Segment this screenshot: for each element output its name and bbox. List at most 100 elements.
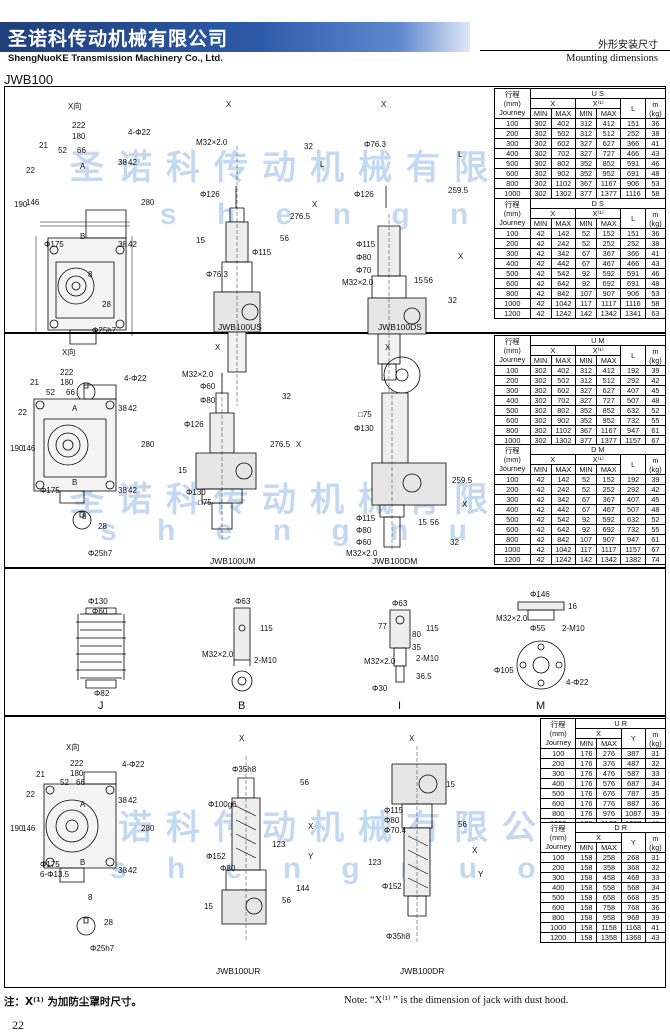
stroke-header: 行程(mm)Journey <box>539 718 577 749</box>
dim-label: 4-Φ22 <box>128 128 151 137</box>
col-max: MAX <box>596 842 622 853</box>
table-cell: 300 <box>539 872 577 883</box>
table-cell: 902 <box>550 168 576 179</box>
dim-label: 15 <box>418 518 427 527</box>
dim-label: 180 <box>60 378 74 387</box>
table-cell: 627 <box>596 385 622 396</box>
table-cell: 302 <box>529 168 552 179</box>
dim-label: 38 <box>118 486 127 495</box>
table-cell: 702 <box>550 148 576 159</box>
table-cell: 800 <box>494 534 531 545</box>
caption-b: B <box>238 700 246 712</box>
dim-label: B <box>80 232 86 241</box>
dim-label: Φ76.3 <box>206 270 228 279</box>
drawing-row3 <box>0 568 670 716</box>
dim-label: 66 <box>66 388 75 397</box>
dim-label: Φ70.4 <box>384 826 406 835</box>
dim-label: Φ175 <box>44 240 64 249</box>
table-cell: 467 <box>596 258 622 269</box>
table-cell: 668 <box>620 892 646 903</box>
col-min: MIN <box>574 464 598 475</box>
table-cell: 1382 <box>620 554 646 565</box>
dim-label: 21 <box>30 378 39 387</box>
col-min: MIN <box>529 464 552 475</box>
table-cell: 52 <box>574 474 598 485</box>
table-cell: 53 <box>644 178 667 189</box>
table-cell: 592 <box>596 268 622 279</box>
table-cell: 302 <box>529 178 552 189</box>
dim-label: 42 <box>128 796 137 805</box>
dim-label: 28 <box>102 300 111 309</box>
table-cell: 142 <box>550 228 576 239</box>
dim-label: Φ76.3 <box>364 140 386 149</box>
view-x-label: X向 <box>62 348 76 357</box>
stroke-header: 行程(mm)Journey <box>494 88 531 119</box>
col-max: MAX <box>596 464 622 475</box>
table-cell: 1167 <box>596 425 622 436</box>
col-l: L <box>620 208 646 229</box>
dim-label: 22 <box>26 790 35 799</box>
col-min: MIN <box>574 355 598 366</box>
dim-label: 180 <box>72 132 86 141</box>
table-cell: 42 <box>529 524 552 535</box>
dim-label: X <box>462 500 468 509</box>
table-cell: 842 <box>550 534 576 545</box>
table-cell: 302 <box>529 375 552 386</box>
dim-label: M32×2.0 <box>182 370 214 379</box>
table-cell: 1200 <box>494 554 531 565</box>
table-cell: 58 <box>644 298 667 309</box>
table-cell: 292 <box>620 375 646 386</box>
dim-label: Y <box>308 852 314 861</box>
stroke-header: 行程(mm)Journey <box>494 335 531 366</box>
dim-label: 36.5 <box>416 672 432 681</box>
table-cell: 1242 <box>550 554 576 565</box>
table-cell: 252 <box>596 238 622 249</box>
dim-label: 144 <box>296 884 310 893</box>
table-cell: 602 <box>550 138 576 149</box>
dim-label: 35 <box>412 643 421 652</box>
table-cell: 691 <box>620 278 646 289</box>
table-cell: 467 <box>596 504 622 515</box>
dim-label: 280 <box>141 824 155 833</box>
table-cell: 1116 <box>620 298 646 309</box>
dim-label: 15 <box>446 780 455 789</box>
dim-label: 222 <box>60 368 74 377</box>
dim-label: X <box>308 822 314 831</box>
col-x: X <box>529 98 576 109</box>
table-cell: 176 <box>575 788 598 799</box>
table-cell: 402 <box>550 365 576 376</box>
table-cell: 34 <box>644 778 667 789</box>
col-min: MIN <box>529 108 552 119</box>
table-cell: 302 <box>529 385 552 396</box>
dim-label: Φ152 <box>382 882 402 891</box>
dim-label: 15 <box>204 902 213 911</box>
table-cell: 802 <box>550 405 576 416</box>
table-cell: 407 <box>620 385 646 396</box>
table-cell: 400 <box>539 882 577 893</box>
section-title-cn: 外形安装尺寸 <box>598 40 658 51</box>
col-x: X <box>529 454 576 465</box>
table-cell: 1377 <box>596 188 622 199</box>
x-arrow-label: X <box>381 100 387 109</box>
dim-label: 32 <box>450 538 459 547</box>
dim-label: 276.5 <box>270 440 291 449</box>
caption-m: M <box>536 700 546 712</box>
dim-label: 146 <box>22 444 36 453</box>
us-elevation-drawing <box>214 146 260 406</box>
dim-label: 15 <box>414 276 423 285</box>
table-cell: 176 <box>575 768 598 779</box>
table-cell: 600 <box>494 524 531 535</box>
table-cell: 242 <box>550 484 576 495</box>
dim-label: X <box>472 846 478 855</box>
dim-label: A <box>80 162 86 171</box>
dim-label: 15 <box>196 236 205 245</box>
